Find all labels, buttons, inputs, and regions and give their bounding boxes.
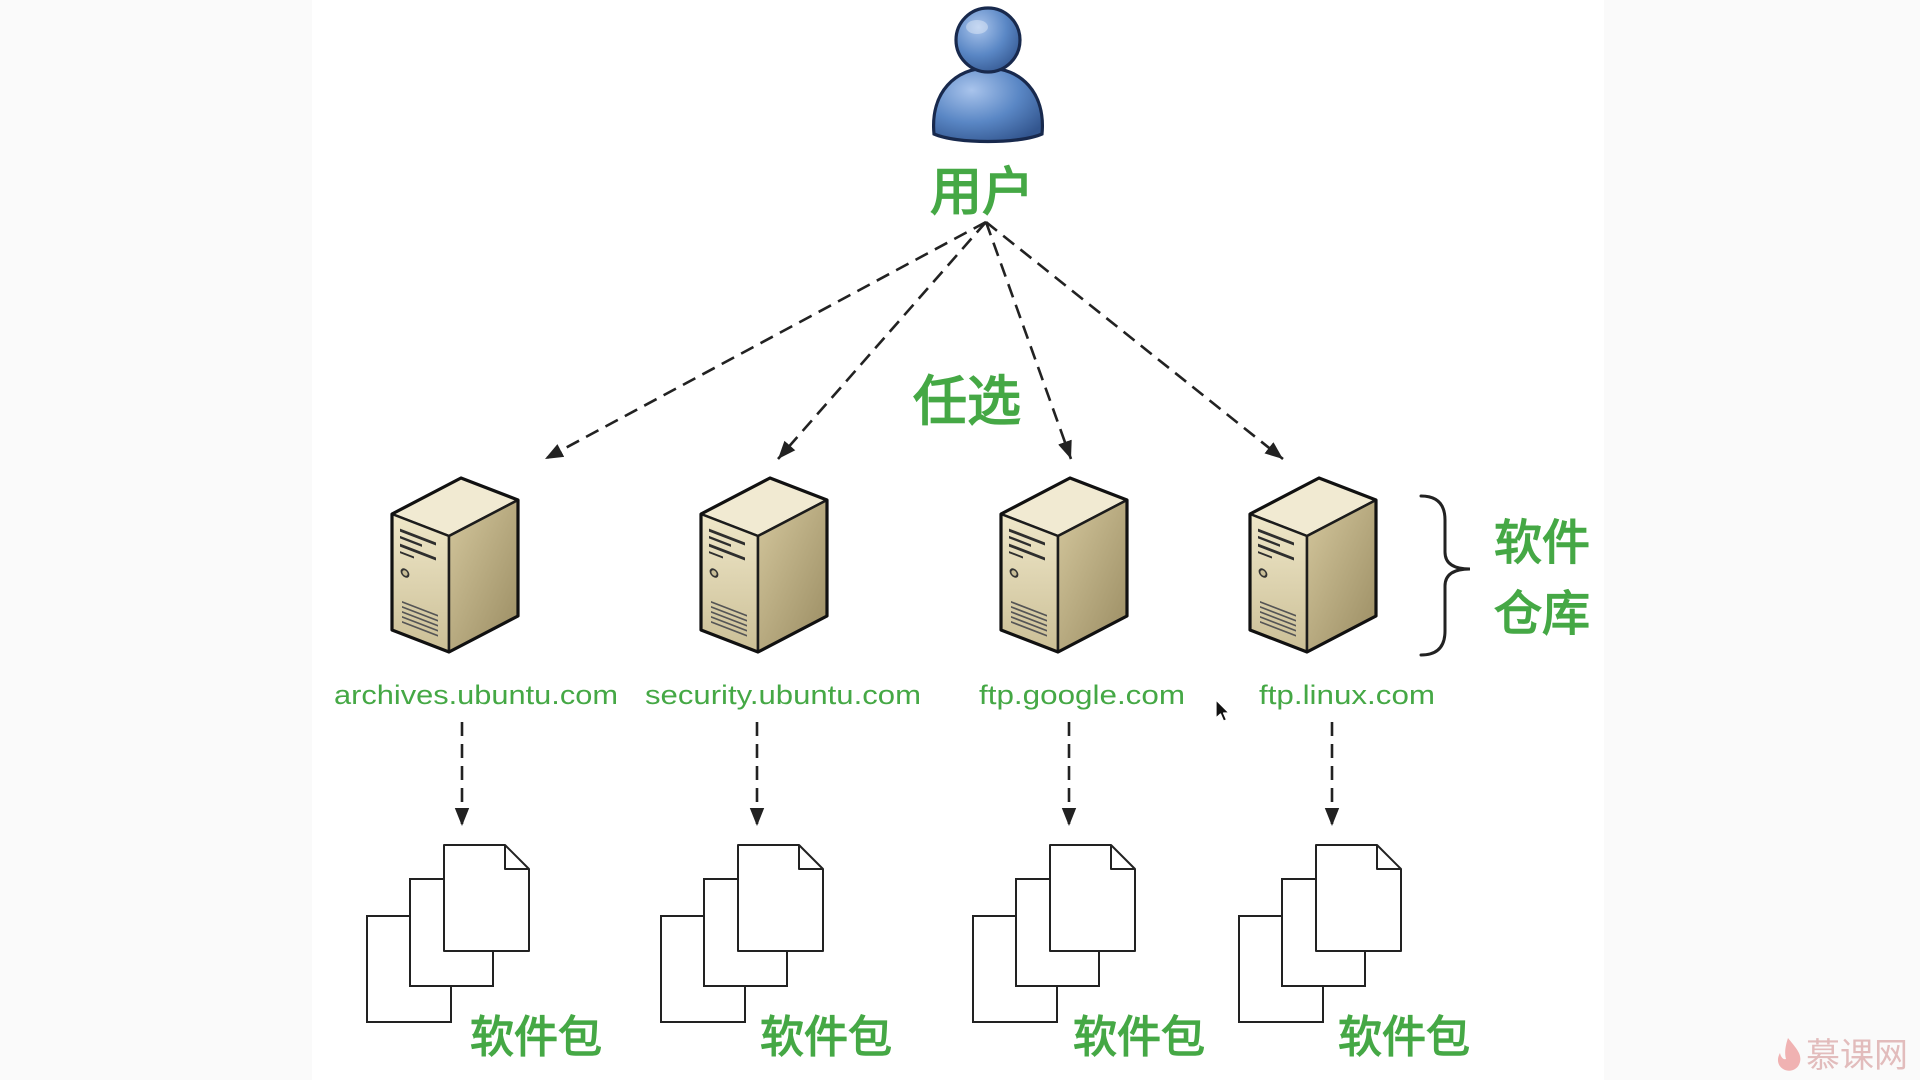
repository-label-line-1: 软件 <box>1494 515 1590 571</box>
user-label: 用户 <box>930 163 1034 223</box>
package-label: 软件包 <box>1338 1012 1470 1063</box>
repository-brace <box>1419 494 1471 657</box>
package-label: 软件包 <box>470 1012 602 1063</box>
flame-icon <box>1777 1038 1801 1071</box>
arrow-user-to-server-1 <box>544 220 987 461</box>
arrow-user-to-server-2 <box>777 221 987 460</box>
repository-label-line-2: 仓库 <box>1494 586 1590 642</box>
package-label: 软件包 <box>760 1012 892 1063</box>
choice-label: 任选 <box>913 370 1021 433</box>
arrow-user-to-server-4 <box>985 220 1284 461</box>
mouse-cursor-icon <box>1215 699 1230 722</box>
server-host-label: ftp.google.com <box>979 680 1185 710</box>
server-icon <box>999 476 1129 654</box>
user-icon <box>932 6 1044 144</box>
package-label: 软件包 <box>1073 1012 1205 1063</box>
server-host-label: archives.ubuntu.com <box>334 680 618 710</box>
watermark-text: 慕课网 <box>1806 1036 1908 1076</box>
server-icon <box>699 476 829 654</box>
server-icon <box>390 476 520 654</box>
server-icon <box>1248 476 1378 654</box>
arrow-user-to-server-3 <box>984 221 1073 460</box>
server-host-label: security.ubuntu.com <box>645 680 921 710</box>
server-host-label: ftp.linux.com <box>1259 680 1435 710</box>
watermark-logo: 慕课网 <box>1777 1036 1908 1076</box>
